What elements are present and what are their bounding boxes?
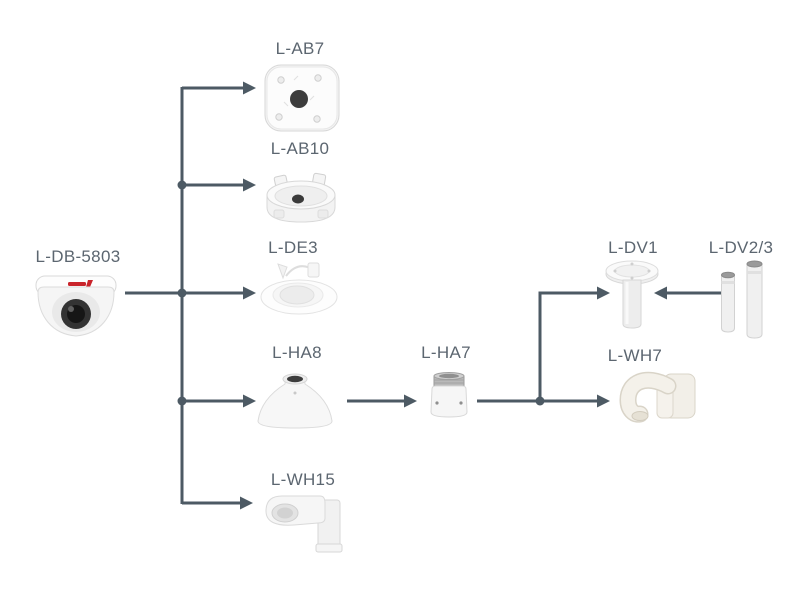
label-l-wh15: L-WH15 <box>270 470 336 489</box>
gooseneck-mount-image <box>619 371 696 423</box>
label-l-db-5803: L-DB-5803 <box>35 247 121 266</box>
label-l-ab10: L-AB10 <box>270 139 330 158</box>
label-l-ha7: L-HA7 <box>421 343 471 362</box>
label-l-ab7: L-AB7 <box>275 39 325 58</box>
cylinder-adapter-image <box>430 372 468 418</box>
label-l-de3: L-DE3 <box>268 238 318 257</box>
wall-bracket-image <box>265 495 343 553</box>
junction-box-square-image <box>264 64 340 132</box>
label-l-dv2-3: L-DV2/3 <box>708 238 774 257</box>
junction-box-round-image <box>266 172 336 223</box>
extension-poles-image <box>721 260 763 339</box>
label-l-wh7: L-WH7 <box>607 346 663 365</box>
label-l-ha8: L-HA8 <box>272 343 322 362</box>
cone-adapter-image <box>257 373 333 429</box>
ceiling-pendant-image <box>605 260 659 329</box>
recessed-mount-image <box>260 262 338 315</box>
label-l-dv1: L-DV1 <box>608 238 658 257</box>
dome-camera-image <box>35 275 117 337</box>
